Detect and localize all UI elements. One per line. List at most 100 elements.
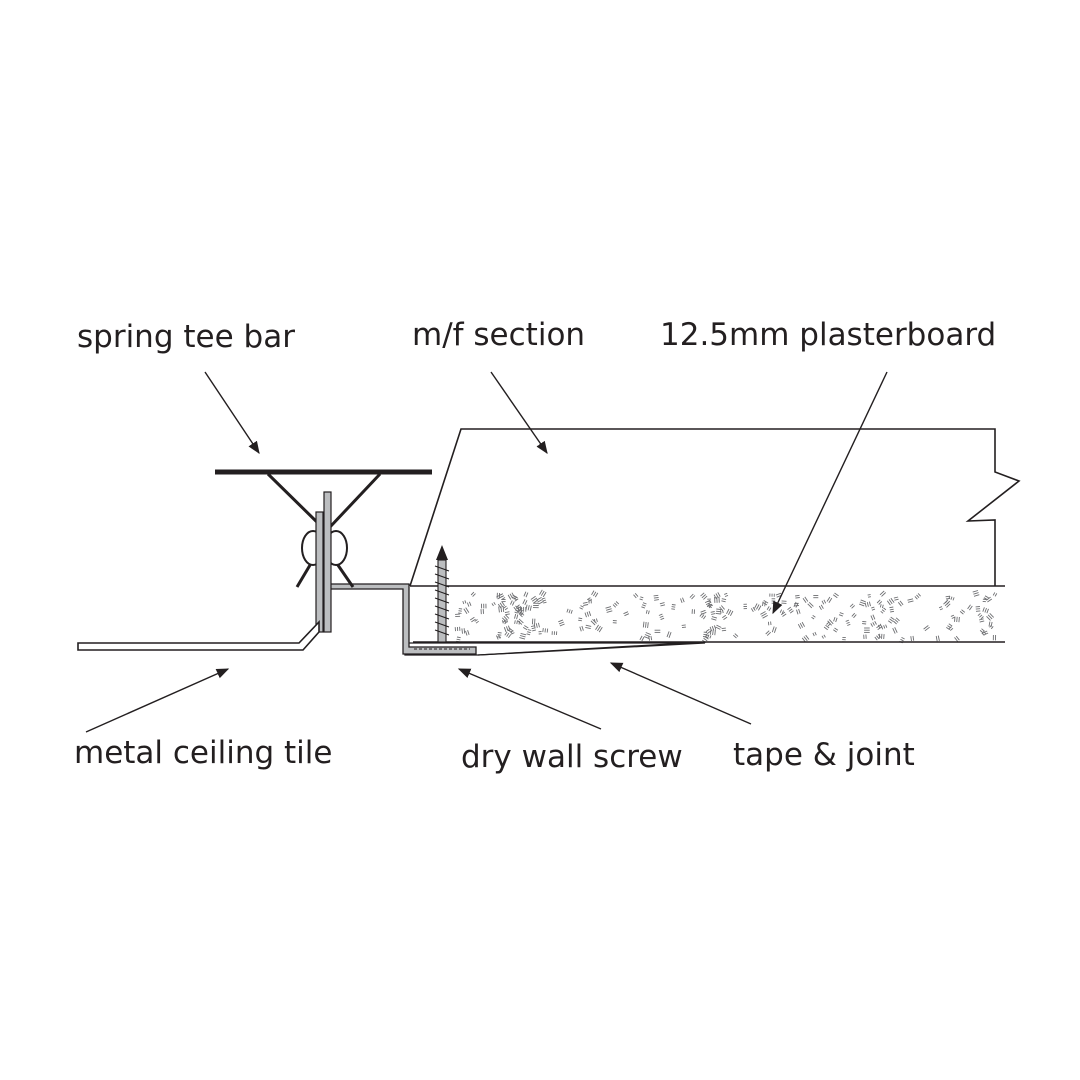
speckle-mark bbox=[582, 601, 588, 604]
speckle-mark bbox=[463, 628, 466, 634]
speckle-mark bbox=[758, 605, 762, 611]
speckle-mark bbox=[805, 634, 810, 640]
speckle-mark bbox=[867, 596, 871, 598]
speckle-mark bbox=[937, 635, 940, 641]
speckle-mark bbox=[984, 595, 989, 599]
speckle-mark bbox=[671, 608, 675, 610]
speckle-mark bbox=[889, 606, 894, 609]
speckle-mark bbox=[681, 624, 686, 626]
speckle-mark bbox=[535, 623, 538, 628]
speckle-mark bbox=[585, 624, 592, 627]
speckle-mark bbox=[910, 636, 912, 642]
speckle-mark bbox=[799, 622, 803, 628]
speckle-mark bbox=[907, 598, 914, 601]
speckle-mark bbox=[944, 599, 949, 604]
speckle-mark bbox=[982, 630, 988, 634]
speckle-mark bbox=[558, 619, 564, 623]
speckle-mark bbox=[880, 610, 884, 614]
speckle-mark bbox=[912, 635, 915, 641]
speckle-mark bbox=[704, 636, 709, 639]
speckle-mark bbox=[888, 599, 893, 605]
speckle-mark bbox=[732, 634, 737, 639]
speckle-mark bbox=[802, 597, 807, 603]
speckle-mark bbox=[823, 634, 826, 638]
speckle-mark bbox=[720, 605, 725, 610]
speckle-mark bbox=[834, 592, 839, 597]
speckle-mark bbox=[544, 628, 546, 633]
speckle-mark bbox=[708, 605, 712, 609]
speckle-mark bbox=[797, 623, 802, 629]
arrow-spring-tee-bar bbox=[204, 371, 260, 455]
speckle-mark bbox=[710, 611, 715, 613]
speckle-mark bbox=[892, 628, 896, 634]
speckle-mark bbox=[497, 603, 502, 609]
speckle-mark bbox=[518, 610, 523, 615]
speckle-mark bbox=[527, 629, 532, 631]
speckle-mark bbox=[580, 605, 584, 608]
speckle-mark bbox=[798, 608, 801, 614]
speckle-mark bbox=[796, 609, 799, 615]
speckle-mark bbox=[579, 626, 582, 632]
speckle-mark bbox=[979, 614, 983, 618]
speckle-mark bbox=[724, 594, 729, 597]
speckle-mark bbox=[894, 598, 899, 601]
label-mf-section: m/f section bbox=[412, 317, 586, 353]
speckle-mark bbox=[788, 608, 793, 612]
speckle-mark bbox=[987, 614, 993, 620]
speckle-mark bbox=[828, 619, 834, 625]
speckle-mark bbox=[504, 611, 510, 614]
speckle-mark bbox=[653, 597, 659, 599]
speckle-mark bbox=[967, 604, 971, 610]
speckle-mark bbox=[558, 621, 564, 625]
speckle-mark bbox=[820, 604, 824, 609]
speckle-mark bbox=[703, 615, 707, 620]
speckle-mark bbox=[666, 631, 670, 638]
speckle-mark bbox=[900, 638, 904, 642]
speckle-mark bbox=[894, 619, 899, 623]
speckle-mark bbox=[989, 612, 995, 618]
speckle-mark bbox=[505, 613, 510, 616]
speckle-mark bbox=[493, 601, 496, 606]
speckle-mark bbox=[892, 620, 897, 625]
speckle-mark bbox=[959, 611, 964, 615]
speckle-mark bbox=[542, 628, 544, 633]
speckle-mark bbox=[877, 634, 882, 638]
speckle-mark bbox=[948, 595, 951, 600]
mf-section-profile bbox=[409, 428, 1021, 587]
speckle-mark bbox=[519, 612, 524, 616]
speckle-mark bbox=[504, 607, 509, 611]
speckle-mark bbox=[864, 602, 867, 608]
speckle-mark bbox=[883, 607, 887, 611]
speckle-mark bbox=[668, 632, 672, 638]
speckle-mark bbox=[721, 627, 726, 630]
speckle-mark bbox=[782, 613, 787, 617]
speckle-mark bbox=[641, 606, 646, 609]
speckle-mark bbox=[519, 606, 522, 611]
speckle-mark bbox=[466, 602, 470, 607]
speckle-mark bbox=[952, 597, 955, 601]
speckle-mark bbox=[899, 600, 904, 606]
speckle-mark bbox=[671, 604, 676, 606]
speckle-mark bbox=[470, 591, 475, 596]
speckle-mark bbox=[984, 607, 987, 613]
speckle-mark bbox=[671, 606, 676, 608]
speckle-mark bbox=[821, 635, 824, 639]
speckle-mark bbox=[597, 625, 601, 632]
speckle-mark bbox=[504, 620, 508, 625]
speckle-mark bbox=[946, 600, 951, 605]
speckle-mark bbox=[586, 611, 590, 617]
speckle-mark bbox=[950, 614, 955, 617]
speckle-mark bbox=[874, 636, 878, 641]
speckle-mark bbox=[982, 630, 987, 635]
speckle-mark bbox=[879, 604, 882, 608]
speckle-mark bbox=[761, 613, 767, 617]
speckle-mark bbox=[514, 611, 518, 614]
speckle-mark bbox=[468, 601, 472, 606]
speckle-mark bbox=[851, 612, 856, 617]
speckle-mark bbox=[766, 606, 770, 610]
speckle-mark bbox=[503, 627, 507, 632]
speckle-mark bbox=[648, 636, 651, 641]
speckle-mark bbox=[583, 604, 589, 606]
speckle-mark bbox=[502, 619, 506, 623]
speckle-mark bbox=[715, 626, 721, 630]
